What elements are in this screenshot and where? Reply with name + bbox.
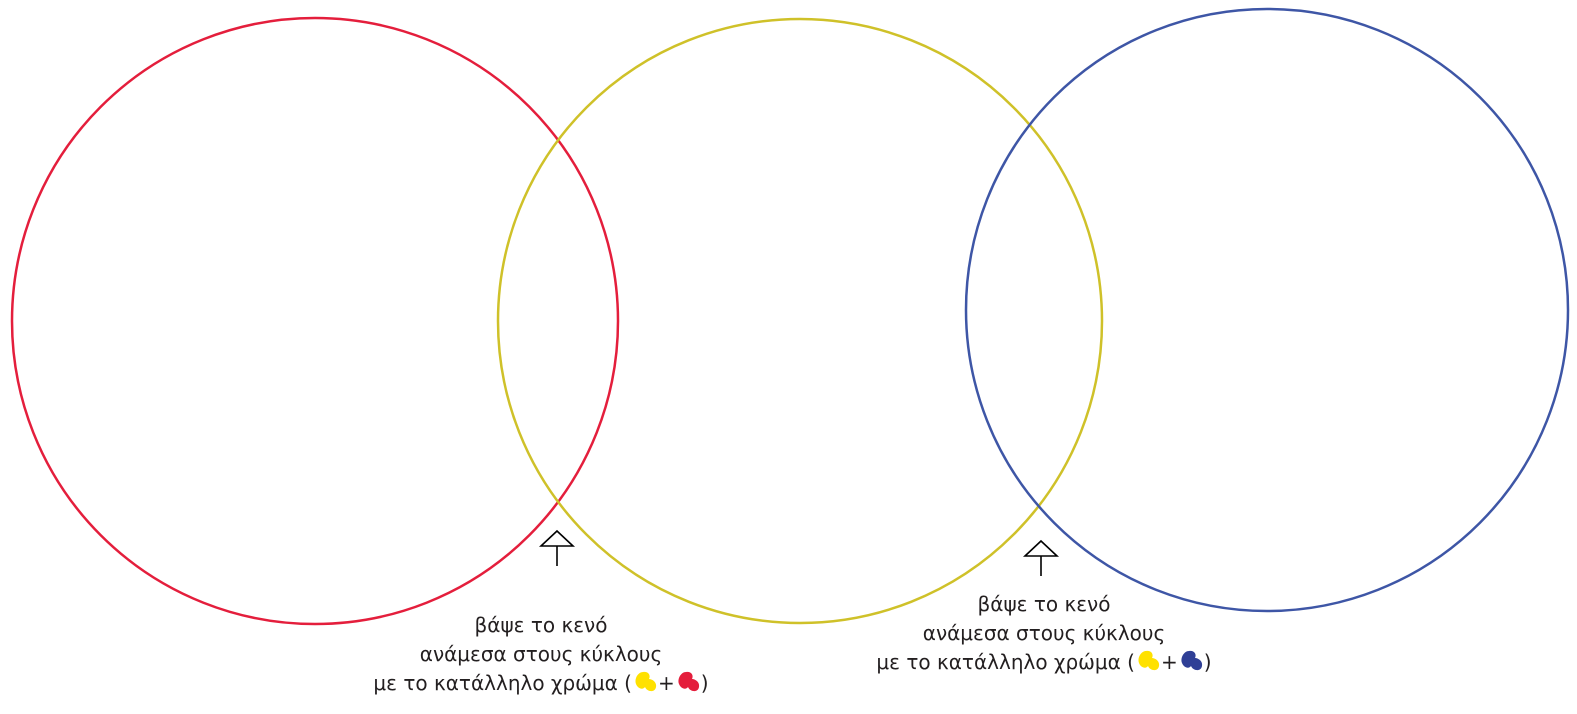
caption-line-with-colors: με το κατάλληλο χρώμα ( +) — [331, 669, 751, 698]
caption-text: με το κατάλληλο χρώμα ( — [876, 650, 1135, 674]
caption-line: ανάμεσα στους κύκλους — [419, 642, 663, 666]
up-arrow-icon — [538, 529, 576, 566]
caption-line-with-colors: με το κατάλληλο χρώμα ( +) — [834, 648, 1254, 677]
plus-sign: + — [658, 671, 675, 695]
yellow-paint-blob-icon — [635, 671, 657, 692]
up-arrow-icon — [1022, 539, 1060, 576]
blue-circle — [964, 7, 1570, 613]
instruction-caption: βάψε το κενό ανάμεσα στους κύκλους με το… — [834, 590, 1254, 677]
yellow-circle — [496, 17, 1104, 625]
caption-line: ανάμεσα στους κύκλους — [922, 621, 1166, 645]
yellow-paint-blob-icon — [1138, 650, 1160, 671]
close-paren: ) — [1203, 650, 1212, 674]
plus-sign: + — [1161, 650, 1178, 674]
caption-text: με το κατάλληλο χρώμα ( — [373, 671, 632, 695]
red-circle — [10, 16, 620, 626]
instruction-caption: βάψε το κενό ανάμεσα στους κύκλους με το… — [331, 611, 751, 698]
close-paren: ) — [700, 671, 709, 695]
caption-line: βάψε το κενό — [977, 592, 1111, 616]
caption-line: βάψε το κενό — [474, 613, 608, 637]
blue-paint-blob-icon — [1181, 650, 1202, 671]
red-paint-blob-icon — [678, 671, 699, 692]
